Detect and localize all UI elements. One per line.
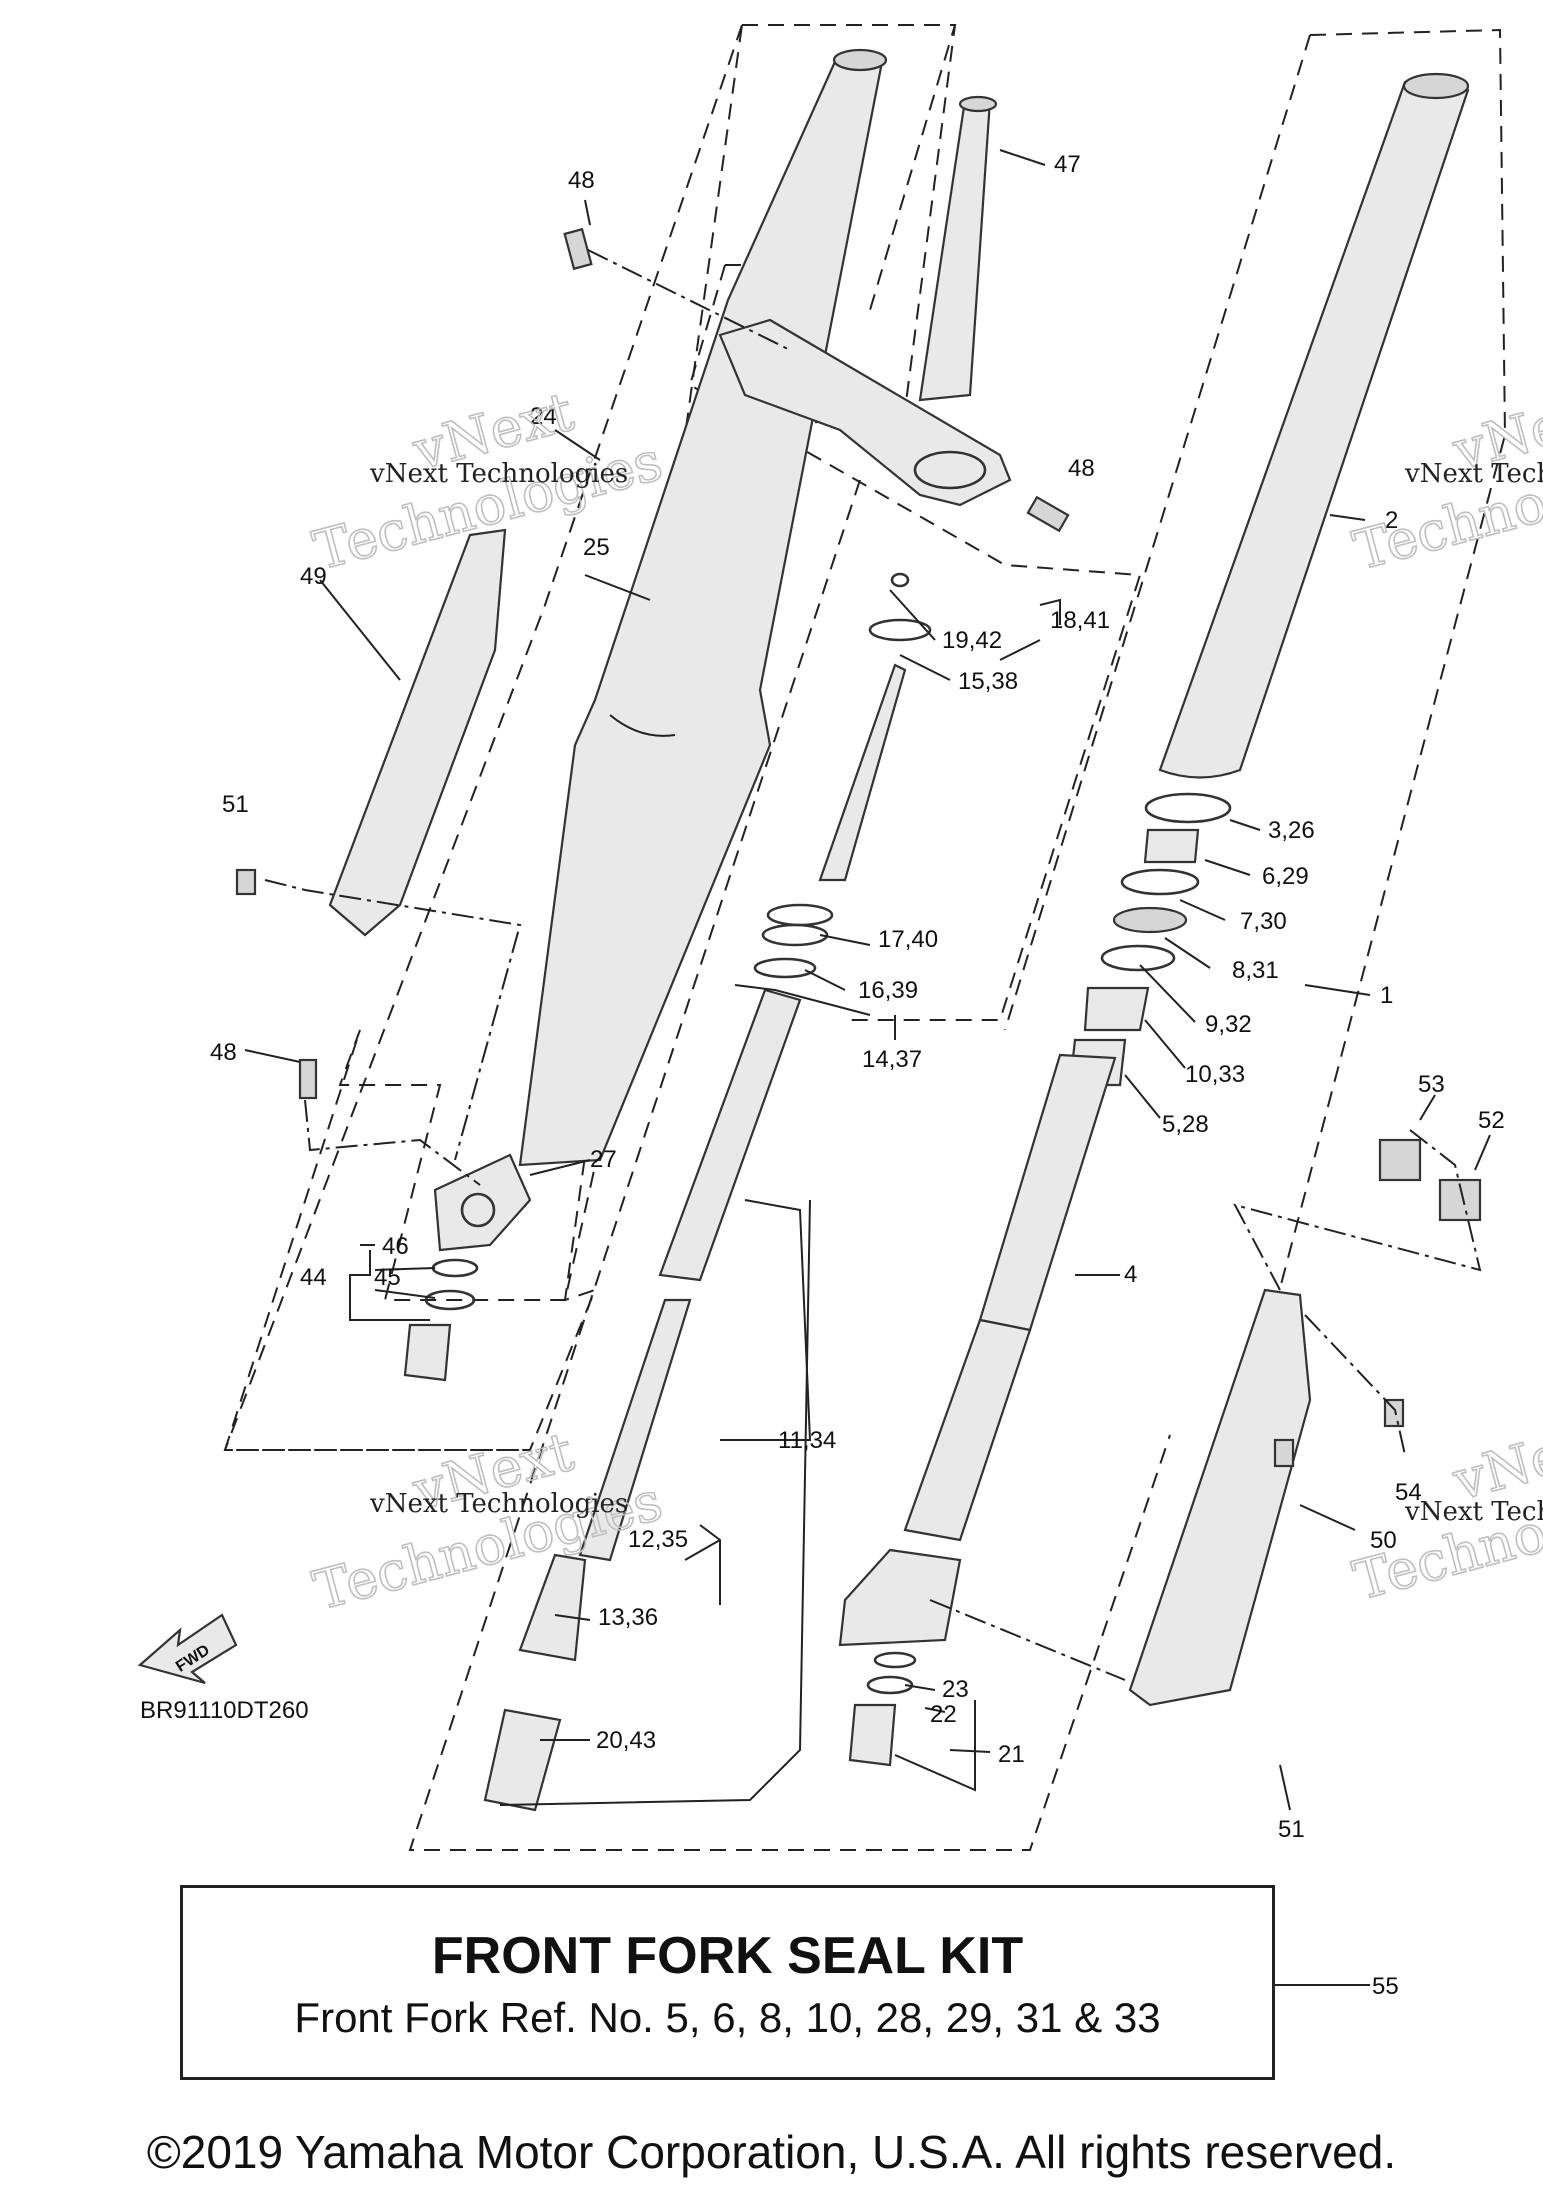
- left-fork-frame-outline: [223, 24, 957, 1451]
- callout-44: 44: [300, 1264, 327, 1291]
- callout-2: 2: [1385, 507, 1398, 534]
- callout-1: 1: [1380, 982, 1393, 1009]
- callout-9-32: 9,32: [1205, 1011, 1252, 1038]
- svg-text:vNext Technologies: vNext Technologies: [1404, 1497, 1543, 1527]
- seal-kit-box: FRONT FORK SEAL KIT Front Fork Ref. No. …: [180, 1885, 1275, 2080]
- callout-47: 47: [1054, 151, 1081, 178]
- callout-51-left: 51: [222, 791, 249, 818]
- diagram-code: BR91110DT260: [140, 1697, 309, 1724]
- callout-55: 55: [1372, 1973, 1399, 2000]
- left-fork-tube: [518, 48, 888, 1167]
- right-fork-guard: [1128, 1288, 1312, 1707]
- right-inner-tube: [838, 1053, 1117, 1647]
- callout-5-28: 5,28: [1162, 1111, 1209, 1138]
- callout-27: 27: [590, 1146, 617, 1173]
- copyright-notice: ©2019 Yamaha Motor Corporation, U.S.A. A…: [146, 2126, 1397, 2178]
- seal-kit-title: FRONT FORK SEAL KIT: [431, 1927, 1024, 1985]
- svg-text:vNext Technologies: vNext Technologies: [369, 459, 628, 489]
- callout-23: 23: [942, 1676, 969, 1703]
- callout-50: 50: [1370, 1527, 1397, 1554]
- callout-48-bottom: 48: [210, 1039, 237, 1066]
- svg-text:vNext Technologies: vNext Technologies: [1404, 459, 1543, 489]
- damper-assembly: [483, 572, 932, 1812]
- callout-labels: 47 48 48 24 25 49 51 2 18,41 19,42 15,38…: [210, 151, 1505, 2000]
- callout-13-36: 13,36: [598, 1604, 658, 1631]
- callout-22: 22: [930, 1701, 957, 1728]
- callout-7-30: 7,30: [1240, 908, 1287, 935]
- callout-45: 45: [374, 1264, 401, 1291]
- watermark-bottom-right: vNext Technologies vNext Technologies: [1346, 1409, 1543, 1613]
- damper-frame: [408, 479, 1171, 1851]
- callout-4: 4: [1124, 1261, 1137, 1288]
- callout-17-40: 17,40: [878, 926, 938, 953]
- callout-11-34: 11,34: [778, 1427, 836, 1454]
- callout-10-33: 10,33: [1185, 1061, 1245, 1088]
- watermark-top-right: vNext Technologies vNext Technologies: [1346, 379, 1543, 583]
- right-fork-frame: [1004, 28, 1507, 1441]
- svg-text:vNext Technologies: vNext Technologies: [369, 1489, 628, 1519]
- right-fork-tube: [1158, 72, 1470, 779]
- left-fork-guard: [328, 528, 507, 937]
- triple-clamp: [718, 95, 1012, 507]
- callout-3-26: 3,26: [1268, 817, 1315, 844]
- callout-14-37: 14,37: [862, 1046, 922, 1073]
- callout-49: 49: [300, 563, 327, 590]
- callout-24: 24: [530, 403, 557, 430]
- callout-12-35: 12,35: [628, 1526, 688, 1553]
- callout-21: 21: [998, 1741, 1025, 1768]
- callout-48-top: 48: [568, 167, 595, 194]
- callout-19-42: 19,42: [942, 627, 1002, 654]
- callout-20-43: 20,43: [596, 1727, 656, 1754]
- callout-48-clamp: 48: [1068, 455, 1095, 482]
- left-axle-bracket: [433, 1153, 532, 1252]
- fwd-arrow-icon: FWD: [137, 1613, 238, 1685]
- seal-stack: [1068, 792, 1232, 1087]
- callout-51-right: 51: [1278, 1816, 1305, 1843]
- callout-15-38: 15,38: [958, 668, 1018, 695]
- fasteners: [235, 227, 1482, 1767]
- callout-54: 54: [1395, 1479, 1422, 1506]
- callout-52: 52: [1478, 1107, 1505, 1134]
- callout-53: 53: [1418, 1071, 1445, 1098]
- callout-8-31: 8,31: [1232, 957, 1279, 984]
- callout-6-29: 6,29: [1262, 863, 1309, 890]
- leader-lines: [244, 149, 1491, 1986]
- callout-46: 46: [382, 1233, 409, 1260]
- callout-25: 25: [583, 534, 610, 561]
- seal-kit-description: Front Fork Ref. No. 5, 6, 8, 10, 28, 29,…: [294, 1994, 1161, 2041]
- callout-18-41: 18,41: [1050, 607, 1110, 634]
- callout-16-39: 16,39: [858, 977, 918, 1004]
